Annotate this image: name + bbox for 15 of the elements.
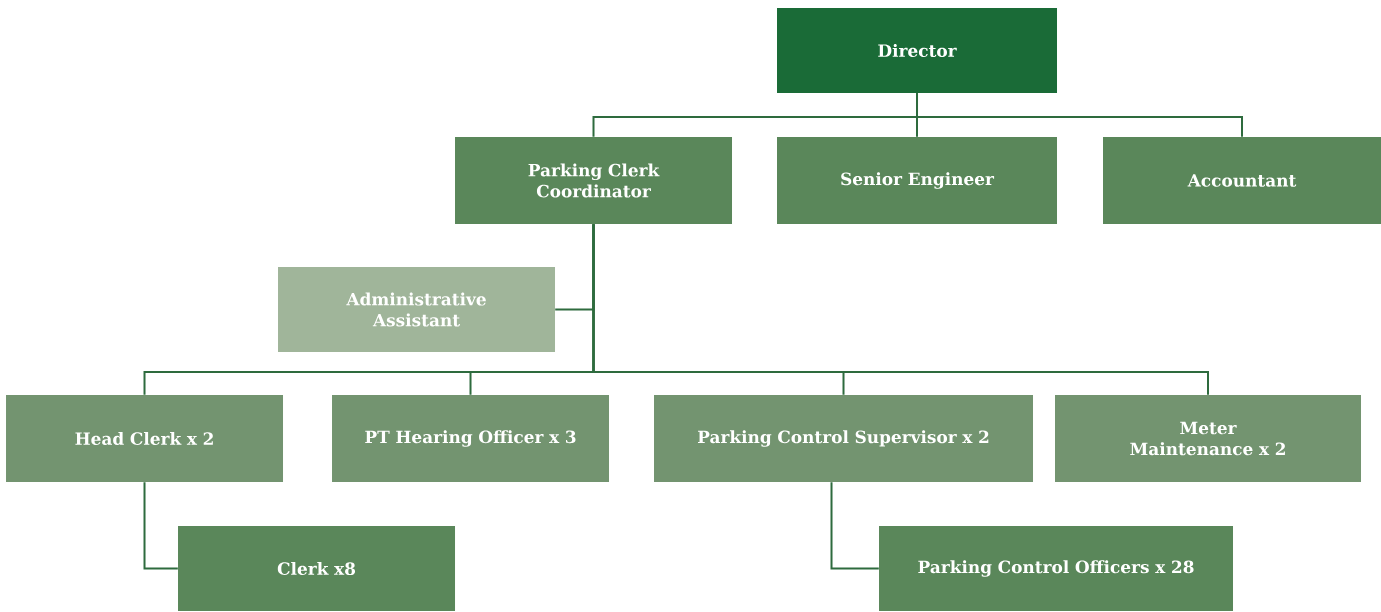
position-box: PT Hearing Officer x 3 — [332, 395, 609, 482]
position-box: Accountant — [1103, 137, 1381, 224]
position-box: Parking Clerk Coordinator — [455, 137, 732, 224]
connector-line — [830, 481, 880, 570]
position-box: Meter Maintenance x 2 — [1055, 395, 1361, 482]
position-box: Senior Engineer — [777, 137, 1057, 224]
connector-line — [143, 481, 179, 570]
position-box: Clerk x8 — [178, 526, 455, 611]
position-box: Director — [777, 8, 1057, 93]
connector-line — [592, 223, 1209, 396]
position-box: Parking Control Supervisor x 2 — [654, 395, 1033, 482]
connector-line — [916, 92, 1243, 138]
position-box: Head Clerk x 2 — [6, 395, 283, 482]
position-box: Administrative Assistant — [278, 267, 555, 352]
position-box: Parking Control Officers x 28 — [879, 526, 1233, 611]
